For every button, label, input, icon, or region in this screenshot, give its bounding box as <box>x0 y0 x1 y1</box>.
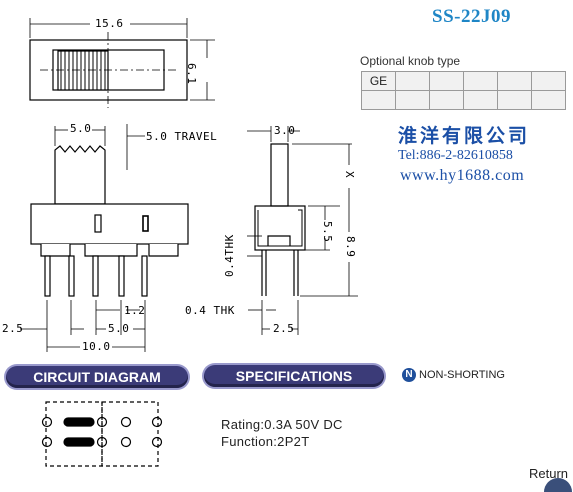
knob-cell <box>429 90 464 110</box>
spec-rating: Rating:0.3A 50V DC <box>221 417 343 432</box>
knob-type-header: Optional knob type <box>360 54 461 68</box>
non-shorting-label: NON-SHORTING <box>419 369 505 381</box>
circuit-diagram-drawing <box>41 401 163 467</box>
non-shorting-badge: N NON-SHORTING <box>402 368 505 382</box>
model-title: SS-22J09 <box>432 6 511 27</box>
dim-total-width-label: 10.0 <box>82 340 111 353</box>
top-view-drawing <box>29 18 215 108</box>
company-name: 淮洋有限公司 <box>398 125 531 147</box>
knob-cell <box>429 71 464 91</box>
company-website[interactable]: www.hy1688.com <box>400 167 525 184</box>
dim-side-top-label: 3.0 <box>274 124 296 137</box>
non-shorting-icon: N <box>402 368 416 382</box>
knob-cell <box>463 71 498 91</box>
dim-pin-gap-label: 1.2 <box>124 304 146 317</box>
dim-side-89-label: 8.9 <box>344 236 357 258</box>
circuit-diagram-heading: CIRCUIT DIAGRAM <box>6 366 188 388</box>
front-view-drawing <box>20 124 189 352</box>
knob-cell <box>497 71 532 91</box>
knob-cell: GE <box>361 71 396 91</box>
dim-pin-pitch-label: 5.0 <box>108 322 130 335</box>
knob-cell <box>531 90 566 110</box>
dim-side-x-label: X <box>343 171 356 179</box>
knob-cell <box>463 90 498 110</box>
dim-height-label: 6.1 <box>185 63 198 85</box>
knob-cell <box>395 90 430 110</box>
specifications-heading: SPECIFICATIONS <box>204 365 384 387</box>
knob-cell <box>361 90 396 110</box>
company-tel: Tel:886-2-82610858 <box>398 148 513 163</box>
spec-function: Function:2P2T <box>221 434 310 449</box>
knob-type-table: GE <box>361 71 566 110</box>
dim-knob-width-label: 5.0 <box>70 122 92 135</box>
dim-travel-label: 5.0 TRAVEL <box>146 130 218 143</box>
knob-cell <box>531 71 566 91</box>
dim-pin-offset-label: 2.5 <box>2 322 24 335</box>
dim-side-bottom-label: 2.5 <box>273 322 295 335</box>
dim-length-label: 15.6 <box>95 17 124 30</box>
knob-cell <box>395 71 430 91</box>
dim-thk-horizontal-label: 0.4 THK <box>185 304 235 317</box>
knob-cell <box>497 90 532 110</box>
dim-thk-vertical-label: 0.4THK <box>223 234 236 277</box>
side-view-drawing <box>247 126 358 335</box>
return-link[interactable]: Return <box>529 466 569 481</box>
dim-side-55-label: 5.5 <box>321 221 334 243</box>
